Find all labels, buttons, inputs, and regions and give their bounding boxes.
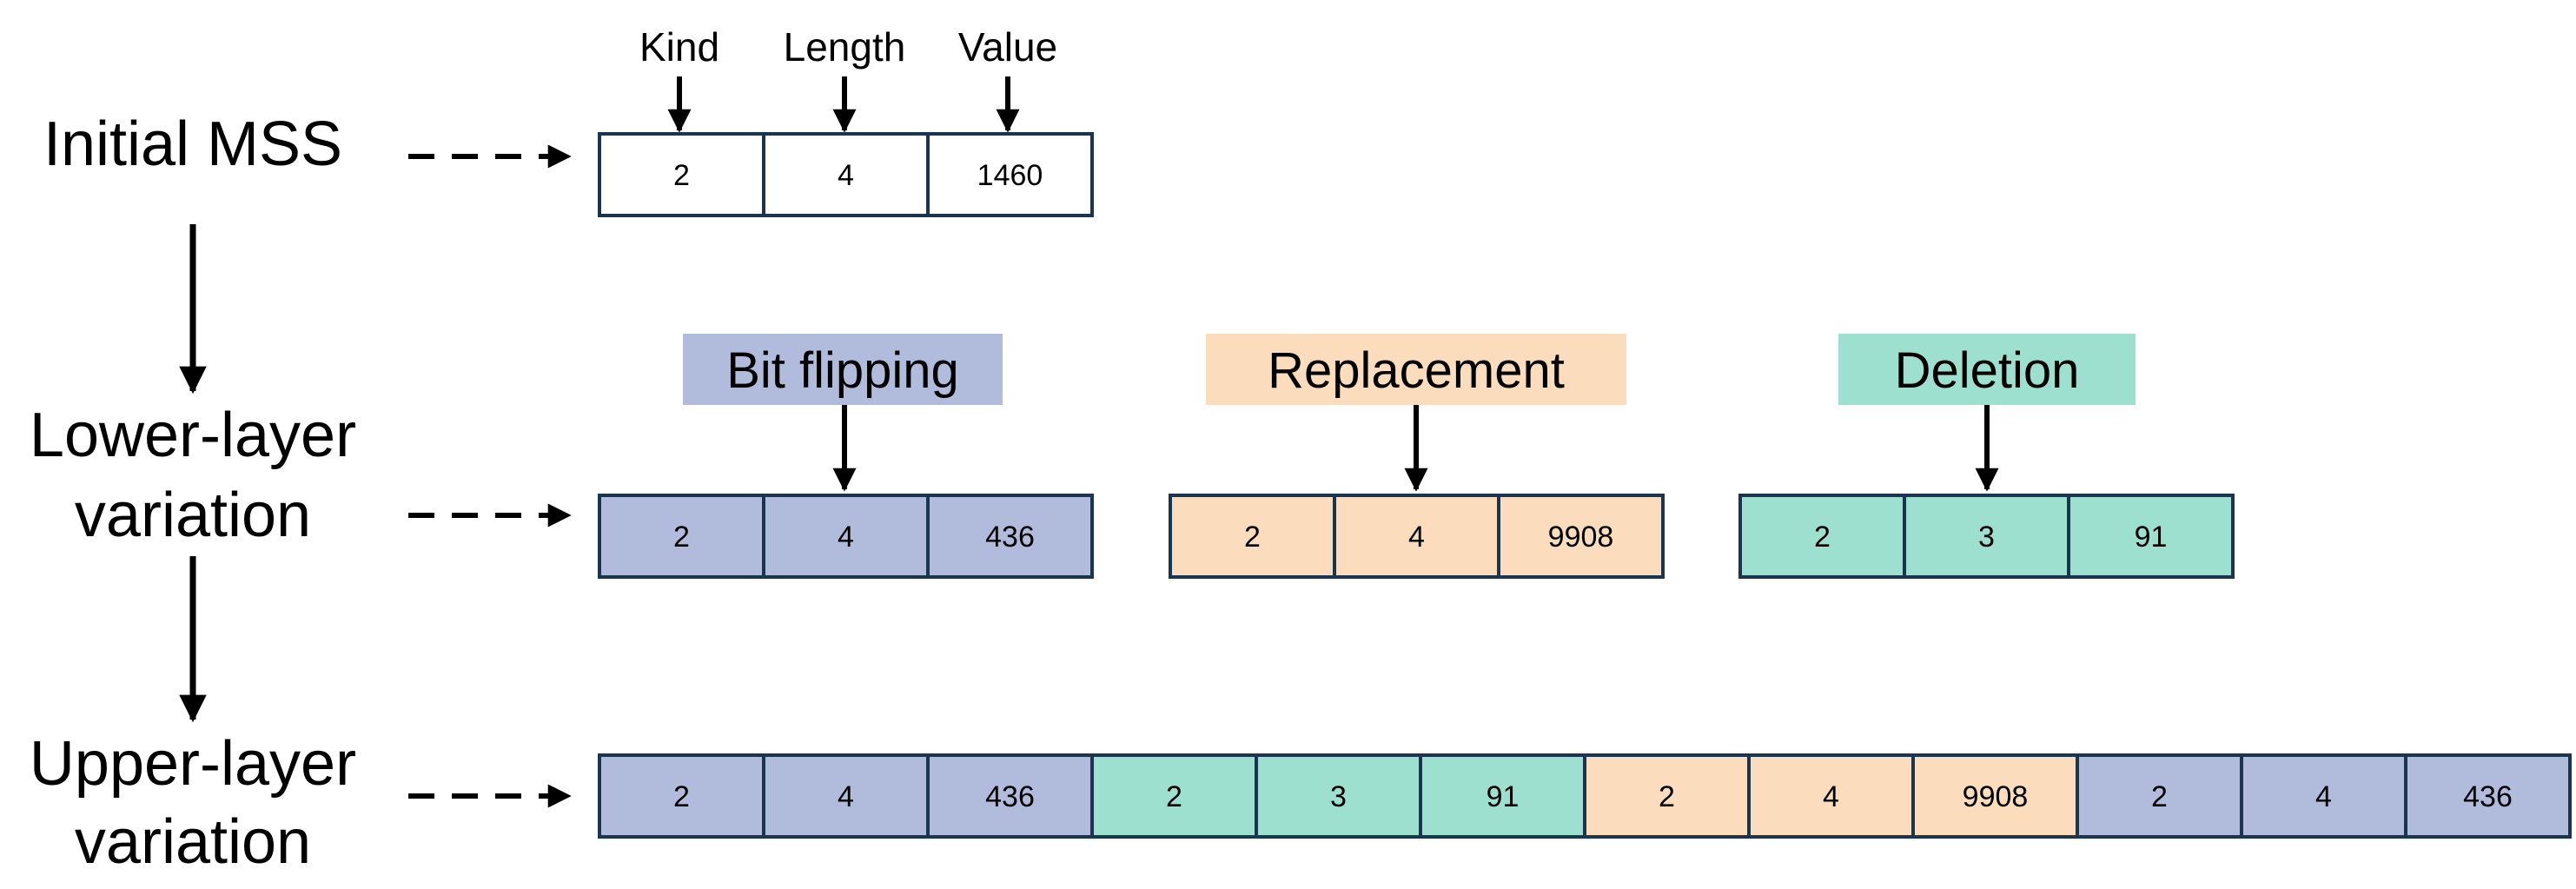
lower-option-2-value-1: 3 — [1978, 521, 1995, 554]
upper-option-1-cell-0 — [1090, 753, 1258, 839]
upper-option-0-cell-2 — [926, 753, 1094, 839]
upper-option-3-cell-2 — [2404, 753, 2572, 839]
row-label-lower-line2: variation — [75, 481, 311, 550]
op-tag-replacement-bg — [1206, 334, 1626, 405]
lower-option-2-cell-2 — [2067, 494, 2235, 579]
lower-option-1-cell-2 — [1497, 494, 1665, 579]
upper-option-3-cell-0 — [2076, 753, 2243, 839]
lower-option-2-value-0: 2 — [1814, 521, 1831, 554]
upper-option-3-value-1: 4 — [2315, 780, 2332, 813]
row-label-upper-line2: variation — [75, 807, 311, 877]
upper-option-3-cell-1 — [2240, 753, 2407, 839]
upper-option-1-cell-2 — [1419, 753, 1586, 839]
lower-option-0-cell-2 — [926, 494, 1094, 579]
upper-option-0-value-1: 4 — [838, 780, 854, 813]
initial-option-value-0: 2 — [673, 159, 690, 192]
op-tag-deletion-bg — [1838, 334, 2136, 405]
initial-option-cell-2 — [926, 132, 1094, 217]
lower-option-0-value-0: 2 — [673, 521, 690, 554]
op-tag-bit-flipping-bg — [683, 334, 1003, 405]
lower-option-2-value-2: 91 — [2135, 521, 2168, 554]
upper-option-1-value-2: 91 — [1487, 780, 1520, 813]
upper-option-2-value-1: 4 — [1823, 780, 1839, 813]
upper-option-2-cell-2 — [1911, 753, 2079, 839]
row-label-lower-line1: Lower-layer — [30, 401, 356, 470]
upper-option-0-cell-0 — [598, 753, 765, 839]
op-tag-bit-flipping: Bit flipping — [726, 342, 959, 399]
op-tag-replacement: Replacement — [1268, 342, 1565, 399]
upper-option-1-cell-1 — [1255, 753, 1422, 839]
initial-option-value-2: 1460 — [977, 159, 1043, 192]
lower-option-1-value-1: 4 — [1408, 521, 1425, 554]
initial-option-cell-1 — [762, 132, 930, 217]
op-tag-deletion: Deletion — [1895, 342, 2080, 399]
upper-option-0-value-0: 2 — [673, 780, 690, 813]
upper-option-1-value-1: 3 — [1330, 780, 1347, 813]
row-label-initial-mss: Initial MSS — [43, 109, 342, 179]
lower-option-0-value-2: 436 — [985, 521, 1035, 554]
upper-option-2-value-2: 9908 — [1963, 780, 2029, 813]
upper-option-3-value-2: 436 — [2463, 780, 2513, 813]
lower-option-1-cell-1 — [1333, 494, 1500, 579]
option-cells: 2 4 1460 2 4 436 2 4 9908 2 3 91 2 4 436 2 3 91 2 4 9908 2 4 43… — [598, 132, 2572, 839]
lower-option-0-value-1: 4 — [838, 521, 854, 554]
lower-option-1-value-0: 2 — [1244, 521, 1261, 554]
lower-option-1-value-2: 9908 — [1548, 521, 1614, 554]
upper-option-3-value-0: 2 — [2151, 780, 2168, 813]
upper-option-2-cell-0 — [1583, 753, 1751, 839]
row-label-upper-line1: Upper-layer — [30, 729, 356, 799]
field-label-length: Length — [784, 24, 906, 70]
lower-option-2-cell-0 — [1738, 494, 1906, 579]
field-label-value: Value — [958, 24, 1057, 70]
upper-option-1-value-0: 2 — [1166, 780, 1182, 813]
upper-option-2-cell-1 — [1747, 753, 1915, 839]
lower-option-0-cell-0 — [598, 494, 765, 579]
field-label-kind: Kind — [639, 24, 719, 70]
initial-option-value-1: 4 — [838, 159, 854, 192]
upper-option-2-value-0: 2 — [1659, 780, 1675, 813]
upper-option-0-value-2: 436 — [985, 780, 1035, 813]
